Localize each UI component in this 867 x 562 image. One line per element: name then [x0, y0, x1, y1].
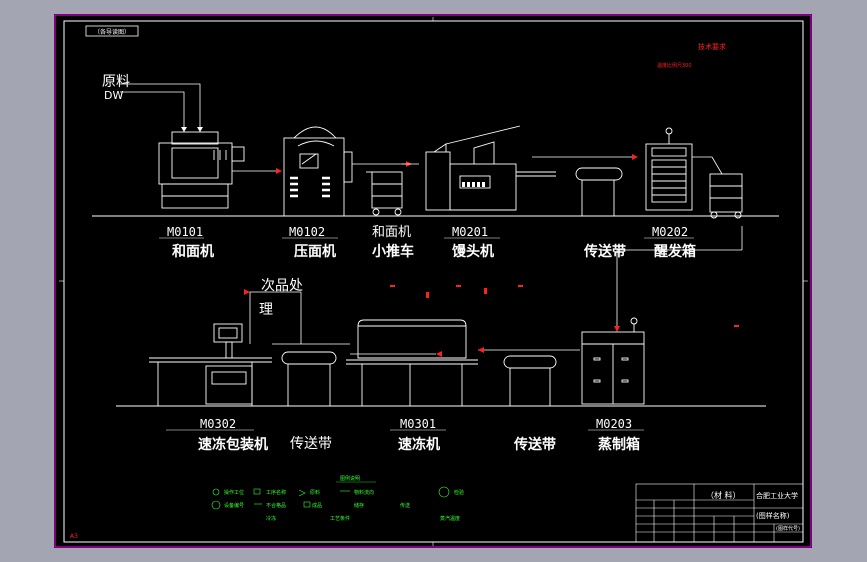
dough-mixer	[158, 131, 245, 209]
conveyor-belt-3	[503, 355, 557, 406]
legend-item: 设备编号	[224, 502, 244, 509]
steamed-bun-machine	[425, 125, 556, 211]
machine-code: M0302	[200, 417, 236, 431]
machine-name: 醒发箱	[654, 243, 696, 260]
material-label: （材 料）	[706, 490, 741, 500]
process-flow-diagram: （各导读图） 技术要求 温度比例尺300 原料 DW	[54, 14, 812, 548]
machine-name: 传送带	[290, 436, 332, 452]
small-cart-2	[709, 173, 743, 219]
machine-name: 小推车	[372, 243, 414, 260]
conveyor-belt-2	[281, 351, 337, 406]
machine-name: 压面机	[294, 243, 336, 260]
legend-item: 传送	[400, 502, 410, 509]
tech-title: 技术要求	[698, 42, 726, 51]
machine-code: M0201	[452, 225, 488, 239]
sheet-size: A3	[70, 533, 78, 540]
lower-machine-labels: M0302 速冻包装机 传送带 M0301 速冻机 传送带 M0203 蒸制箱	[166, 417, 644, 453]
legend-item: 冷冻	[266, 515, 276, 522]
drawing-name: (图样名称)	[756, 511, 790, 520]
outer-frame	[54, 14, 812, 548]
machine-code: M0102	[289, 225, 325, 239]
legend: 图例说明 操作工位 工序名称 原料 物料流向 检验 设备编号 不合格品 成品 储…	[211, 475, 464, 522]
machine-name: 馒头机	[452, 243, 494, 260]
dough-press	[283, 126, 353, 217]
defect-handling-label: 次品处	[261, 278, 303, 294]
legend-item: 蒸汽温度	[440, 515, 460, 522]
machine-name: 和面机	[172, 243, 214, 260]
corner-tag: （各导读图）	[94, 28, 130, 36]
raw-material-label: 原料	[102, 74, 130, 90]
conveyor-belt-1	[575, 167, 623, 216]
legend-item: 原料	[310, 489, 320, 496]
defect-handling-label-2: 理	[259, 302, 273, 318]
machine-name: 速冻机	[398, 436, 440, 453]
legend-item: 不合格品	[266, 502, 286, 509]
machine-name: 蒸制箱	[598, 436, 640, 453]
machine-code: 和面机	[372, 225, 411, 240]
legend-item: 工艺条件	[330, 515, 350, 522]
small-cart	[366, 171, 403, 216]
legend-item: 物料流向	[354, 489, 374, 496]
legend-item: 储存	[354, 502, 364, 509]
machine-code: M0202	[652, 225, 688, 239]
machine-name: 传送带	[583, 243, 626, 260]
raw-material-code: DW	[104, 89, 123, 102]
proofing-cabinet	[645, 127, 693, 211]
school-name: 合肥工业大学	[756, 491, 798, 500]
tech-subtitle: 温度比例尺300	[657, 62, 692, 69]
legend-item: 工序名称	[266, 489, 286, 496]
machine-name: 速冻包装机	[198, 436, 268, 453]
title-block	[635, 483, 804, 543]
machine-code: M0301	[400, 417, 436, 431]
drawing-code: (图样代号)	[776, 525, 800, 532]
drawing-sheet: （各导读图） 技术要求 温度比例尺300 原料 DW	[54, 14, 812, 548]
steaming-cabinet	[581, 317, 645, 405]
machine-name: 传送带	[513, 436, 556, 453]
machine-code: M0101	[167, 225, 203, 239]
legend-item: 成品	[312, 502, 322, 509]
upper-machine-labels: M0101 和面机 M0102 压面机 和面机 小推车 M0201 馒头机 传送…	[159, 225, 696, 260]
quick-freeze-packing-machine	[149, 323, 272, 406]
legend-title: 图例说明	[340, 475, 360, 482]
inner-frame	[63, 20, 804, 543]
legend-item: 检验	[454, 489, 464, 496]
quick-freezer	[346, 319, 478, 406]
machine-code: M0203	[596, 417, 632, 431]
legend-item: 操作工位	[224, 489, 244, 496]
